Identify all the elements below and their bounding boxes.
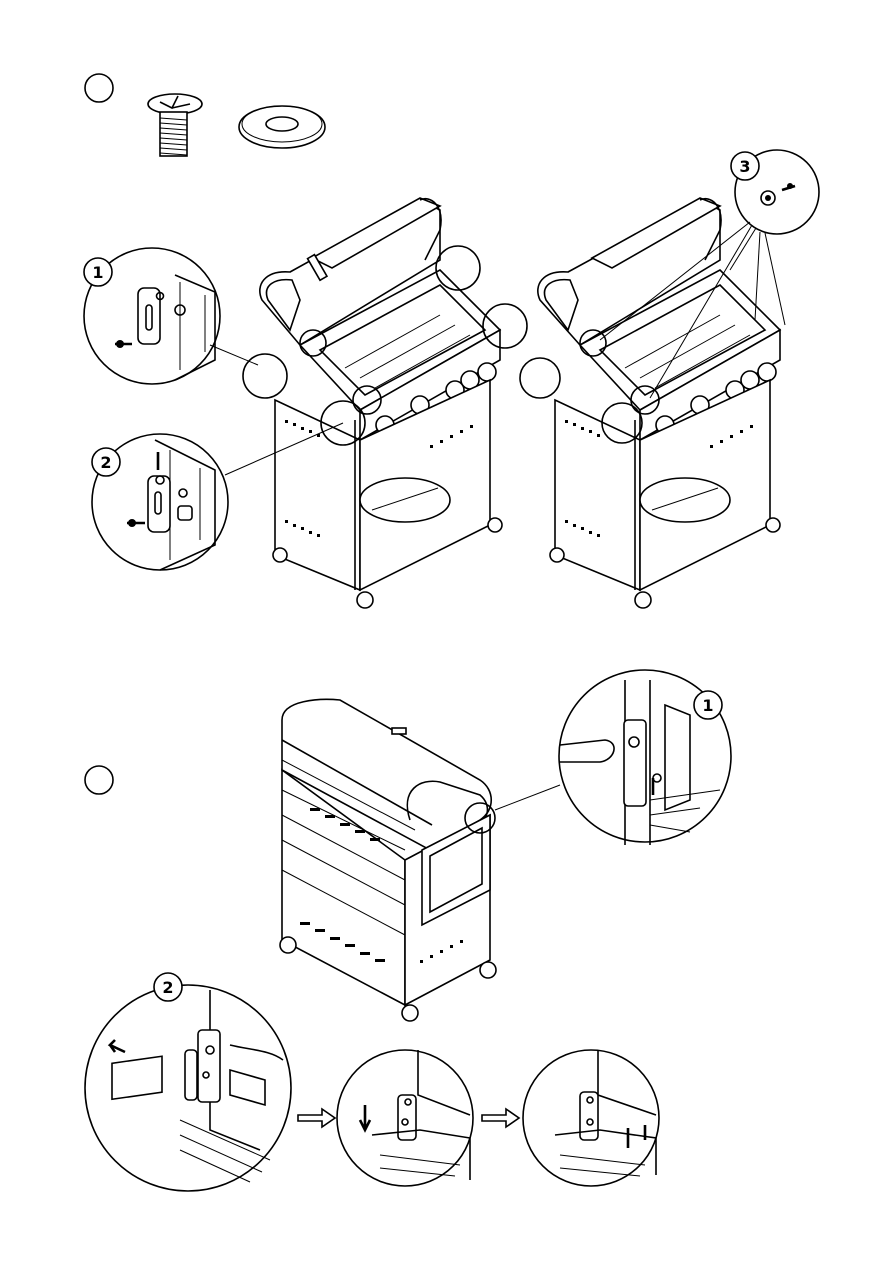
svg-text:1: 1 [702,696,713,715]
detail-sequence-step-3 [523,1050,659,1186]
grill-closed [280,699,560,1021]
callout-2-bottom: 2 [154,973,182,1001]
right-arrow-icon [298,1109,335,1127]
washer-icon [239,106,325,148]
grill-open-left [210,198,527,608]
callout-3: 3 [731,152,759,180]
svg-text:2: 2 [162,978,173,997]
svg-text:1: 1 [92,263,103,282]
svg-text:3: 3 [739,157,750,176]
step-marker-bottom [85,766,113,794]
right-arrow-icon [482,1109,519,1127]
step-marker-top [85,74,113,102]
svg-text:2: 2 [100,453,111,472]
callout-2-top: 2 [92,448,120,476]
detail-sequence-step-2 [337,1050,473,1186]
callout-1-bottom: 1 [694,691,722,719]
callout-1-top: 1 [84,258,112,286]
grill-open-right [520,198,785,608]
screw-icon [148,94,202,156]
detail-circle-2-bottom [85,985,291,1191]
